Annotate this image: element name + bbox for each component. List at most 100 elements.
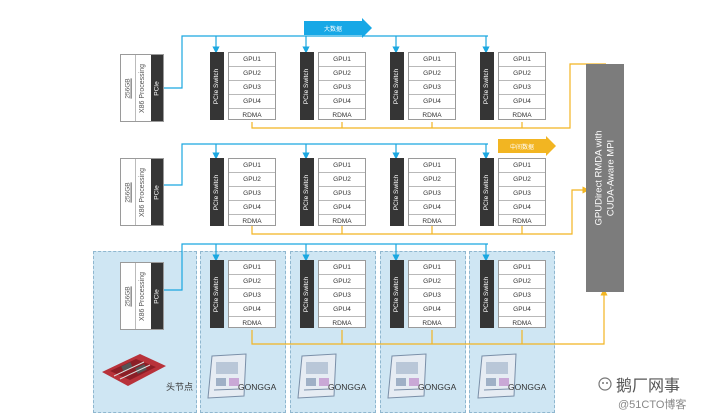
gpu-cell: GPU3	[409, 81, 455, 95]
gpu-cell: GPU2	[499, 275, 545, 289]
big-data-arrow-icon	[362, 18, 372, 38]
pcie-switch: PCIe Switch	[390, 260, 404, 328]
pcie-switch-label: PCIe Switch	[213, 174, 221, 210]
gpu-cell: GPU3	[499, 187, 545, 201]
host-cpu-label: X86 Processing	[139, 167, 147, 217]
pcie-switch: PCIe Switch	[300, 158, 314, 226]
gpu-cell: GPU1	[229, 159, 275, 173]
gpu-cell: GPU1	[319, 261, 365, 275]
gpu-cell: GPU1	[499, 261, 545, 275]
gpu-cell: GPU4	[499, 201, 545, 215]
gpu-cell: GPU1	[319, 159, 365, 173]
host-3: 256GB X86 Processing PCIe	[120, 262, 164, 330]
gpu-cell: GPU4	[229, 201, 275, 215]
motherboard-image	[102, 354, 166, 386]
gpu-cell: GPU1	[319, 53, 365, 67]
rdma-cell: RDMA	[512, 320, 532, 327]
gpu-cell: GPU4	[409, 95, 455, 109]
gpu-cell: GPU3	[499, 289, 545, 303]
gpu-cell: GPU4	[499, 95, 545, 109]
gpudirect-line-2: CUDA-Aware MPI	[605, 139, 617, 217]
host-pcie-label: PCIe	[153, 80, 161, 96]
gpu-cell: GPU2	[409, 67, 455, 81]
big-data-banner: 大数据	[304, 18, 372, 38]
gpu-cell: GPU1	[229, 261, 275, 275]
pcie-switch: PCIe Switch	[390, 52, 404, 120]
middle-data-banner: 中间数据	[498, 136, 556, 156]
rdma-cell: RDMA	[242, 218, 262, 225]
gpu-cell: GPU2	[409, 173, 455, 187]
host-1: 256GB X86 Processing PCIe	[120, 54, 164, 122]
gpu-cell: GPU2	[499, 67, 545, 81]
watermark: 鹅厂网事 @51CTO博客	[598, 372, 718, 412]
pcie-switch-label: PCIe Switch	[483, 276, 491, 312]
pcie-switch-label: PCIe Switch	[483, 174, 491, 210]
middle-data-label: 中间数据	[498, 139, 546, 153]
big-data-label: 大数据	[304, 21, 362, 35]
middle-data-arrow-icon	[546, 136, 556, 156]
gpu-cell: GPU2	[319, 67, 365, 81]
pcie-switch: PCIe Switch	[300, 260, 314, 328]
gpu-cell: GPU4	[499, 303, 545, 317]
gpu-cell: GPU4	[229, 303, 275, 317]
host-2: 256GB X86 Processing PCIe	[120, 158, 164, 226]
gpu-cell: GPU4	[319, 303, 365, 317]
pcie-switch: PCIe Switch	[210, 52, 224, 120]
gpu-cell: GPU4	[319, 201, 365, 215]
gongga-board-image	[207, 353, 247, 399]
gongga-label: GONGGA	[328, 382, 367, 392]
gongga-label: GONGGA	[508, 382, 547, 392]
gpu-cell: GPU1	[409, 53, 455, 67]
wechat-logo-icon	[598, 377, 612, 391]
gpu-cell: GPU1	[229, 53, 275, 67]
watermark-title: 鹅厂网事	[616, 378, 681, 395]
head-node-label: 头节点	[166, 382, 194, 392]
gpu-cell: GPU1	[409, 159, 455, 173]
gongga-board-image	[297, 353, 337, 399]
host-pcie-label: PCIe	[153, 184, 161, 200]
pcie-switch-label: PCIe Switch	[303, 174, 311, 210]
host-memory-label: 256GB	[124, 181, 132, 203]
gongga-label: GONGGA	[238, 382, 277, 392]
pcie-switch-label: PCIe Switch	[213, 68, 221, 104]
gpu-cell: GPU4	[409, 201, 455, 215]
gpu-cell: GPU3	[229, 81, 275, 95]
rdma-cell: RDMA	[422, 112, 442, 119]
rdma-cell: RDMA	[332, 218, 352, 225]
gpu-cell: GPU3	[319, 289, 365, 303]
rdma-cell: RDMA	[512, 112, 532, 119]
gpu-cell: GPU2	[229, 275, 275, 289]
gongga-label: GONGGA	[418, 382, 457, 392]
gpu-cell: GPU2	[319, 275, 365, 289]
pcie-switch: PCIe Switch	[390, 158, 404, 226]
pcie-switch: PCIe Switch	[480, 52, 494, 120]
pcie-switch: PCIe Switch	[300, 52, 314, 120]
gpu-cell: GPU2	[319, 173, 365, 187]
pcie-switch: PCIe Switch	[210, 260, 224, 328]
gpu-cell: GPU2	[229, 67, 275, 81]
rdma-cell: RDMA	[242, 320, 262, 327]
rdma-cell: RDMA	[332, 320, 352, 327]
rdma-cell: RDMA	[512, 218, 532, 225]
pcie-switch-label: PCIe Switch	[303, 276, 311, 312]
gpu-cell: GPU2	[229, 173, 275, 187]
gpu-cell: GPU2	[409, 275, 455, 289]
gpu-cell: GPU1	[499, 159, 545, 173]
rdma-cell: RDMA	[422, 320, 442, 327]
gpu-cell: GPU4	[229, 95, 275, 109]
gpu-cell: GPU1	[409, 261, 455, 275]
rdma-cell: RDMA	[422, 218, 442, 225]
host-memory-label: 256GB	[124, 77, 132, 99]
gpu-cell: GPU3	[319, 187, 365, 201]
gpu-cell: GPU3	[409, 187, 455, 201]
